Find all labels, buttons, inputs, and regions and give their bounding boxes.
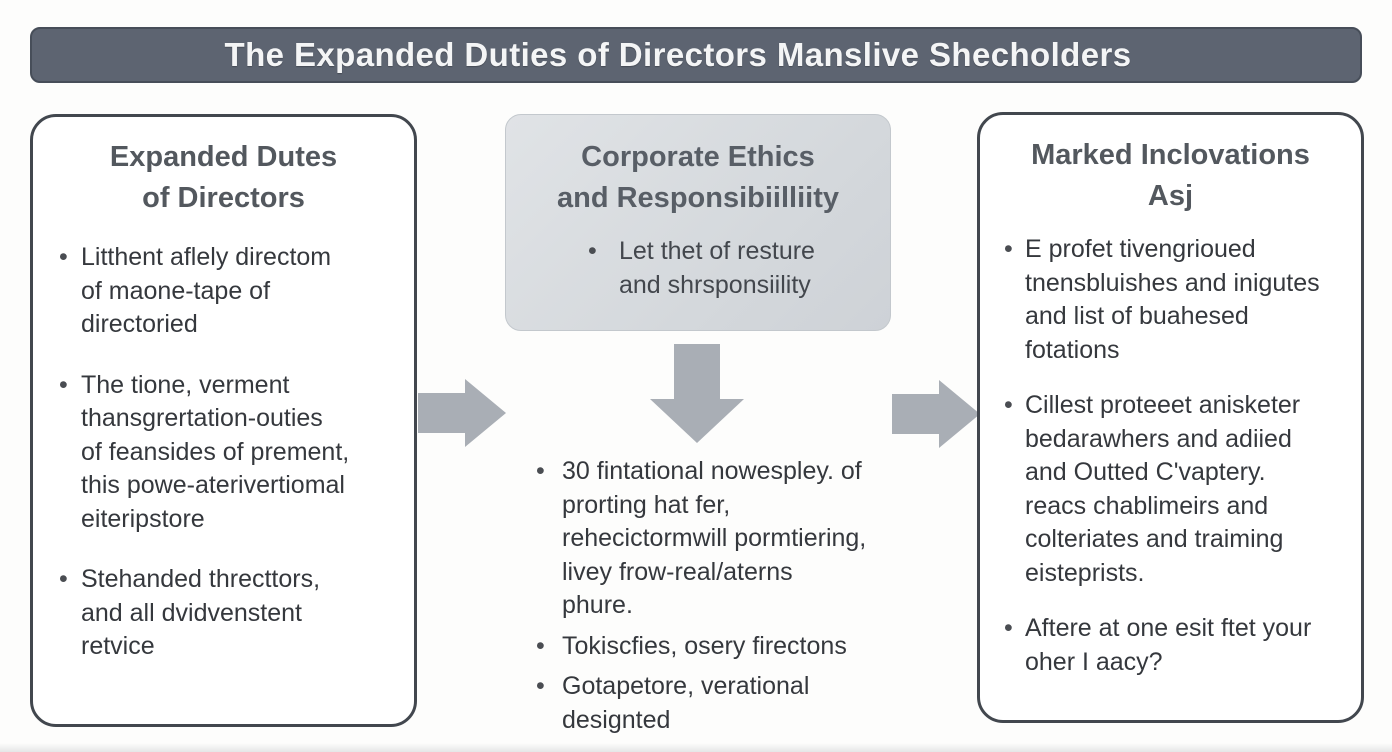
- list-item: E profet tivengrioued tnensbluishes and …: [1004, 233, 1351, 367]
- arrow-stem: [674, 344, 720, 399]
- arrow-head: [939, 380, 980, 448]
- list-item: Cillest proteeet anisketer bedarawhers a…: [1004, 389, 1351, 590]
- right-box-bullet-list: E profet tivengrioued tnensbluishes and …: [980, 233, 1361, 679]
- right-arrow-icon: [418, 379, 506, 447]
- middle-lower-bullet-list: 30 fintational nowespley. of prorting ha…: [518, 455, 930, 737]
- title-bar: The Expanded Duties of Directors Mansliv…: [30, 27, 1362, 83]
- arrow-stem: [892, 394, 939, 434]
- right-box-marked-inclovations: Marked Inclovations Asj E profet tivengr…: [977, 112, 1364, 723]
- list-item: The tione, verment thansgrertation-outie…: [59, 369, 400, 537]
- middle-box-corporate-ethics: Corporate Ethics and Responsibiilliity L…: [505, 114, 891, 331]
- middle-lower-list: 30 fintational nowespley. of prorting ha…: [518, 455, 930, 744]
- list-item: Let thet of resture and shrsponsiility: [588, 235, 890, 302]
- arrow-head: [650, 399, 744, 443]
- list-item: Gotapetore, verational designted: [536, 670, 930, 737]
- list-item: 30 fintational nowespley. of prorting ha…: [536, 455, 930, 623]
- list-item: Tokiscfies, osery firectons: [536, 630, 930, 664]
- list-item: Litthent aflely directom of maone-tape o…: [59, 241, 400, 342]
- list-item: Aftere at one esit ftet your oher I aacy…: [1004, 612, 1351, 679]
- list-item: Stehanded threcttors, and all dvidvenste…: [59, 563, 400, 664]
- middle-box-bullet-list: Let thet of resture and shrsponsiility: [506, 235, 890, 302]
- down-arrow-icon: [650, 344, 744, 443]
- right-box-heading: Marked Inclovations Asj: [1031, 139, 1310, 213]
- middle-box-heading: Corporate Ethics and Responsibiilliity: [557, 141, 839, 215]
- left-box-heading: Expanded Dutes of Directors: [109, 141, 338, 215]
- arrow-stem: [418, 393, 465, 433]
- left-box-bullet-list: Litthent aflely directom of maone-tape o…: [33, 241, 414, 664]
- right-arrow-icon: [892, 380, 980, 448]
- arrow-head: [465, 379, 506, 447]
- page-title: The Expanded Duties of Directors Mansliv…: [224, 36, 1132, 73]
- left-box-expanded-duties: Expanded Dutes of Directors Litthent afl…: [30, 114, 417, 727]
